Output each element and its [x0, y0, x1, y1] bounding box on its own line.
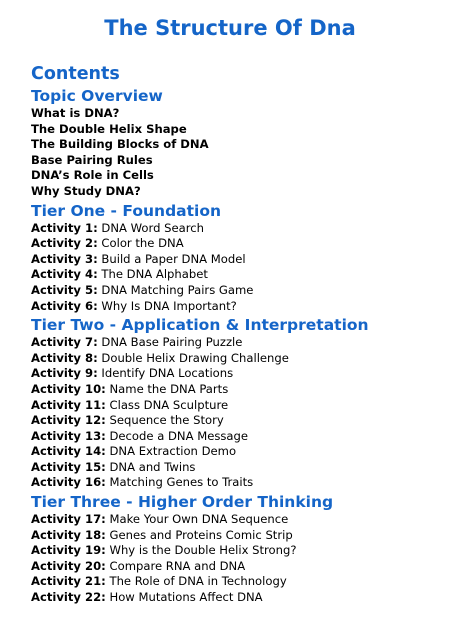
activity-title: Class DNA Sculpture: [109, 397, 229, 412]
overview-item: DNA’s Role in Cells: [31, 168, 154, 183]
activity-label: Activity 6:: [31, 298, 98, 313]
activity-item: Activity 14: DNA Extraction Demo: [31, 444, 460, 460]
activity-title: Color the DNA: [101, 236, 184, 251]
section-heading-tier-two: Tier Two - Application & Interpretation: [31, 316, 369, 335]
activity-title: Build a Paper DNA Model: [101, 251, 246, 266]
activity-title: DNA Extraction Demo: [109, 444, 237, 459]
activity-label: Activity 14:: [31, 444, 106, 459]
activity-title: Sequence the Story: [109, 413, 224, 428]
contents-heading: Contents: [31, 64, 120, 84]
activity-title: How Mutations Affect DNA: [109, 590, 263, 605]
activity-title: Matching Genes to Traits: [109, 475, 254, 490]
activity-label: Activity 7:: [31, 335, 98, 350]
activity-label: Activity 3:: [31, 251, 98, 266]
activity-label: Activity 8:: [31, 350, 98, 365]
activity-title: Compare RNA and DNA: [109, 558, 246, 573]
activity-label: Activity 20:: [31, 558, 106, 573]
activity-item: Activity 16: Matching Genes to Traits: [31, 475, 460, 491]
activity-title: The Role of DNA in Technology: [109, 574, 287, 589]
activity-item: Activity 19: Why is the Double Helix Str…: [31, 543, 460, 559]
activity-item: Activity 1: DNA Word Search: [31, 221, 460, 237]
activity-label: Activity 5:: [31, 282, 98, 297]
activity-label: Activity 12:: [31, 413, 106, 428]
activity-item: Activity 22: How Mutations Affect DNA: [31, 590, 460, 606]
overview-item: The Double Helix Shape: [31, 121, 187, 136]
activity-label: Activity 17:: [31, 512, 106, 527]
activity-item: Activity 20: Compare RNA and DNA: [31, 559, 460, 575]
overview-item: What is DNA?: [31, 106, 120, 120]
activity-item: Activity 5: DNA Matching Pairs Game: [31, 283, 460, 299]
activity-item: Activity 10: Name the DNA Parts: [31, 382, 460, 398]
section-heading-tier-three: Tier Three - Higher Order Thinking: [31, 493, 334, 512]
activity-item: Activity 21: The Role of DNA in Technolo…: [31, 574, 460, 590]
page-title: The Structure Of Dna: [104, 16, 356, 40]
activity-label: Activity 18:: [31, 527, 106, 542]
activity-title: DNA Matching Pairs Game: [101, 282, 254, 297]
overview-item: Why Study DNA?: [31, 183, 141, 198]
activity-title: Why Is DNA Important?: [101, 298, 237, 313]
activity-title: DNA Word Search: [101, 220, 204, 235]
activity-title: Double Helix Drawing Challenge: [101, 350, 289, 365]
activity-item: Activity 11: Class DNA Sculpture: [31, 398, 460, 414]
activity-item: Activity 2: Color the DNA: [31, 236, 460, 252]
activity-title: Why is the Double Helix Strong?: [109, 543, 297, 558]
activity-item: Activity 9: Identify DNA Locations: [31, 366, 460, 382]
activity-title: Decode a DNA Message: [109, 428, 249, 443]
activity-label: Activity 19:: [31, 543, 106, 558]
activity-label: Activity 1:: [31, 220, 98, 235]
activity-label: Activity 9:: [31, 366, 98, 381]
activity-item: Activity 6: Why Is DNA Important?: [31, 299, 460, 315]
activity-title: Make Your Own DNA Sequence: [109, 512, 289, 527]
tier-three-activity-list: Activity 17: Make Your Own DNA Sequence …: [31, 512, 460, 606]
overview-list: What is DNA? The Double Helix Shape The …: [31, 106, 460, 200]
activity-item: Activity 12: Sequence the Story: [31, 413, 460, 429]
activity-label: Activity 2:: [31, 236, 98, 251]
activity-label: Activity 16:: [31, 475, 106, 490]
activity-item: Activity 13: Decode a DNA Message: [31, 429, 460, 445]
overview-item: Base Pairing Rules: [31, 152, 153, 167]
activity-label: Activity 11:: [31, 397, 106, 412]
overview-item: The Building Blocks of DNA: [31, 137, 209, 152]
activity-title: DNA and Twins: [109, 459, 196, 474]
activity-item: Activity 8: Double Helix Drawing Challen…: [31, 351, 460, 367]
activity-title: Name the DNA Parts: [109, 381, 229, 396]
section-heading-overview: Topic Overview: [31, 87, 163, 105]
tier-one-activity-list: Activity 1: DNA Word Search Activity 2: …: [31, 221, 460, 315]
activity-label: Activity 22:: [31, 590, 106, 605]
activity-item: Activity 17: Make Your Own DNA Sequence: [31, 512, 460, 528]
activity-label: Activity 4:: [31, 267, 98, 282]
activity-title: Identify DNA Locations: [101, 366, 234, 381]
activity-title: Genes and Proteins Comic Strip: [109, 527, 293, 542]
activity-item: Activity 3: Build a Paper DNA Model: [31, 252, 460, 268]
activity-item: Activity 4: The DNA Alphabet: [31, 267, 460, 283]
activity-label: Activity 21:: [31, 574, 106, 589]
activity-label: Activity 10:: [31, 381, 106, 396]
tier-two-activity-list: Activity 7: DNA Base Pairing Puzzle Acti…: [31, 335, 460, 491]
activity-item: Activity 18: Genes and Proteins Comic St…: [31, 528, 460, 544]
activity-title: The DNA Alphabet: [101, 267, 208, 282]
section-heading-tier-one: Tier One - Foundation: [31, 201, 222, 220]
activity-label: Activity 13:: [31, 428, 106, 443]
activity-item: Activity 7: DNA Base Pairing Puzzle: [31, 335, 460, 351]
activity-title: DNA Base Pairing Puzzle: [101, 335, 243, 350]
activity-item: Activity 15: DNA and Twins: [31, 460, 460, 476]
activity-label: Activity 15:: [31, 459, 106, 474]
